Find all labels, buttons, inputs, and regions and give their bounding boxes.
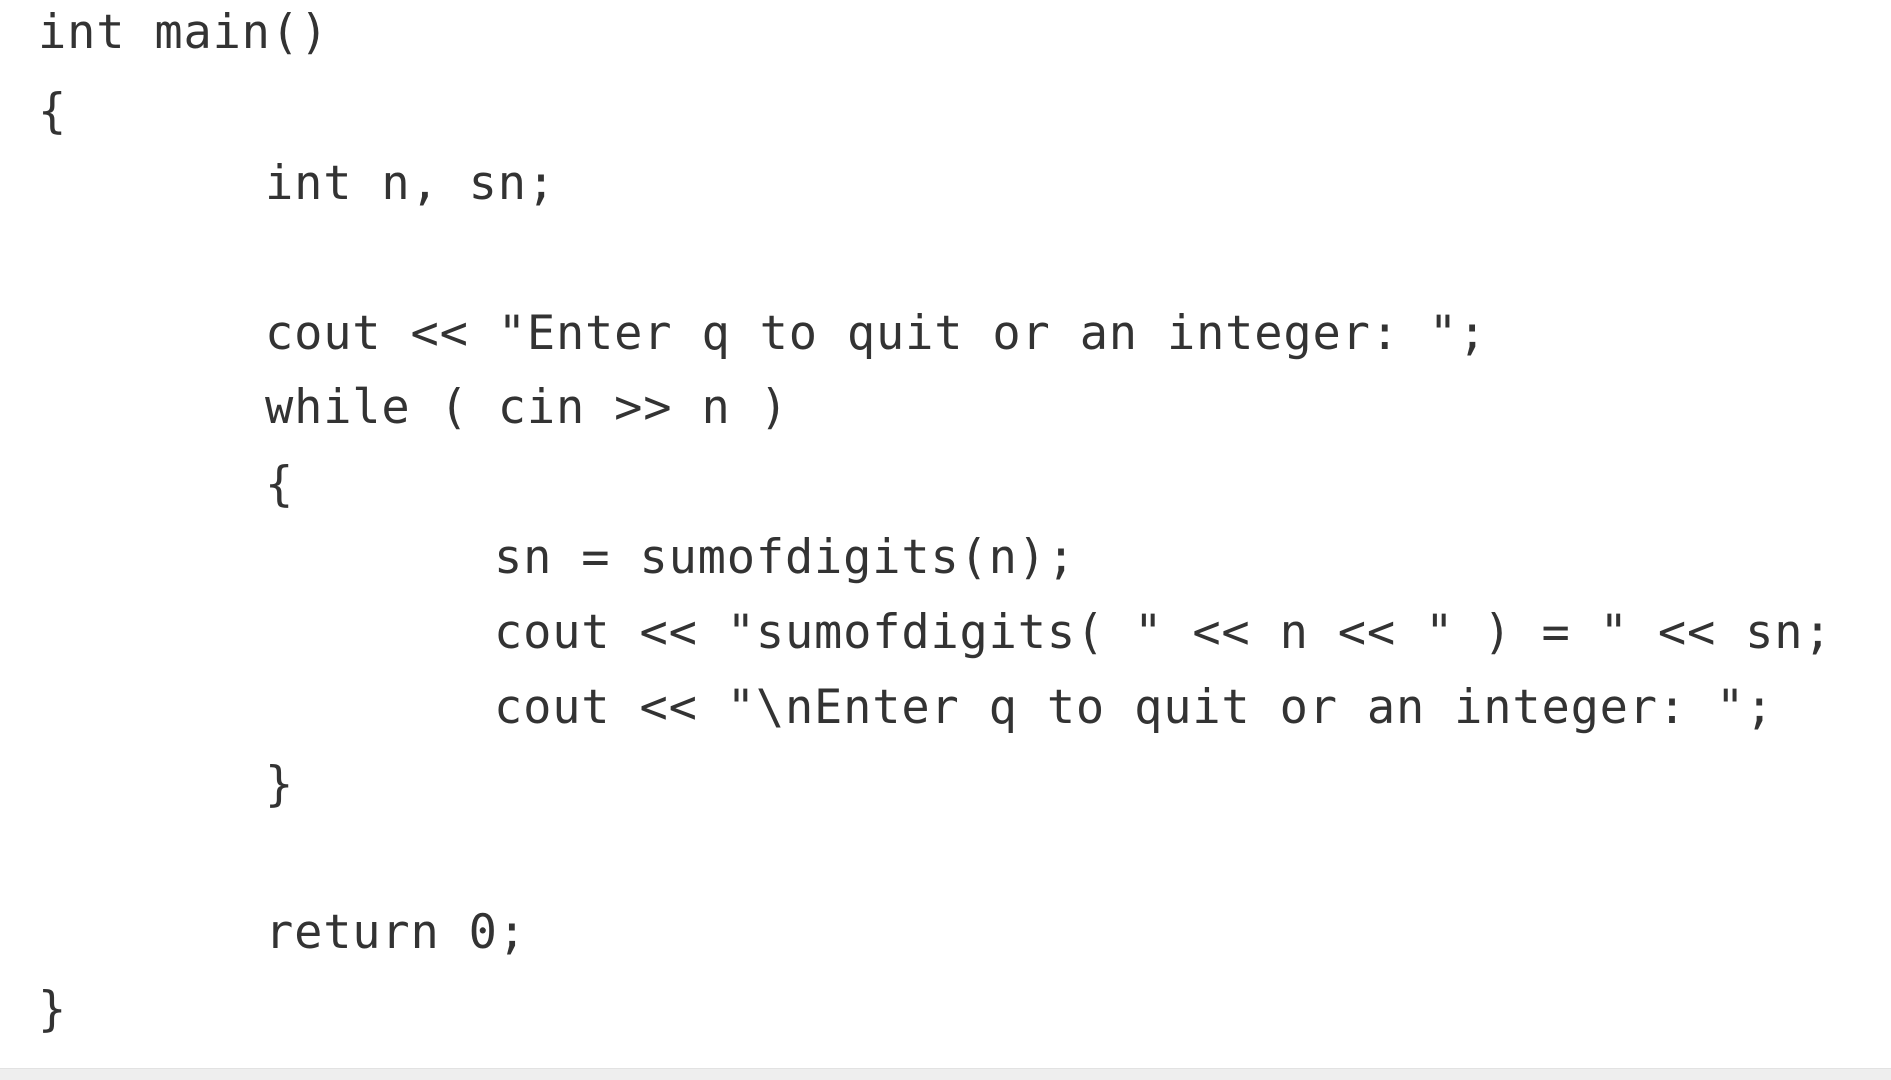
- code-line-while: while ( cin >> n ): [265, 380, 789, 435]
- bottom-scroll-bar: [0, 1068, 1891, 1080]
- code-line-main-signature: int main(): [38, 5, 329, 60]
- code-line-loop-close-brace: }: [265, 757, 295, 812]
- code-line-close-brace: }: [38, 982, 68, 1037]
- code-line-return: return 0;: [265, 905, 527, 960]
- code-line-sum-call: sn = sumofdigits(n);: [494, 530, 1076, 585]
- code-line-print-result: cout << "sumofdigits( " << n << " ) = " …: [494, 605, 1833, 660]
- code-line-loop-open-brace: {: [265, 457, 295, 512]
- code-line-declaration: int n, sn;: [265, 156, 556, 211]
- code-line-prompt: cout << "Enter q to quit or an integer: …: [265, 306, 1488, 361]
- code-line-reprompt: cout << "\nEnter q to quit or an integer…: [494, 680, 1775, 735]
- code-line-open-brace: {: [38, 84, 68, 139]
